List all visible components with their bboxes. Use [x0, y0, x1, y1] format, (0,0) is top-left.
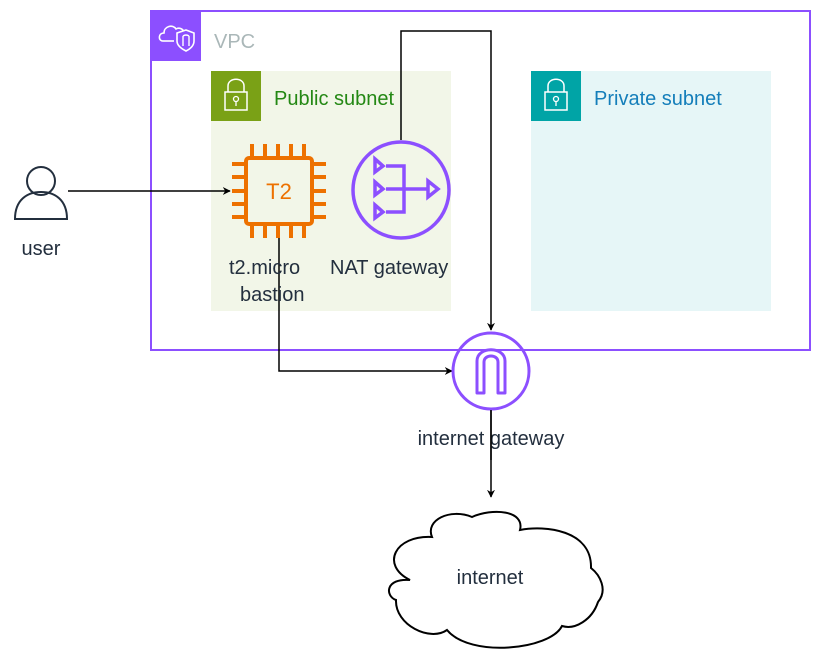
internet-gateway-icon	[451, 331, 531, 411]
ec2-chip-text: T2	[266, 179, 292, 204]
nat-gateway-node[interactable]: NAT gateway	[330, 140, 451, 279]
user-icon	[13, 166, 69, 220]
vpc-label: VPC	[214, 31, 255, 53]
cloud-icon	[388, 510, 604, 649]
edge-nat-to-igw[interactable]	[400, 30, 495, 331]
ec2-instance-node[interactable]: T2 t2.micro bastion	[229, 144, 326, 306]
public-subnet-label: Public subnet	[274, 88, 395, 110]
private-subnet-label: Private subnet	[594, 88, 722, 110]
private-subnet-lock-icon	[531, 71, 581, 121]
internet-label: internet	[457, 567, 524, 589]
private-subnet-group[interactable]: Private subnet	[531, 71, 771, 311]
nat-gateway-label: NAT gateway	[330, 257, 448, 279]
ec2-label-line2: bastion	[240, 284, 305, 306]
vpc-cloud-shield-icon	[151, 11, 201, 61]
user-node[interactable]: user	[13, 166, 69, 260]
user-label: user	[22, 238, 61, 260]
internet-node[interactable]: internet	[388, 510, 604, 649]
ec2-instance-chip-icon	[232, 144, 326, 238]
edge-ec2-to-igw[interactable]	[278, 238, 453, 375]
nat-gateway-icon	[351, 140, 451, 240]
public-subnet-lock-icon	[211, 71, 261, 121]
ec2-label-line1: t2.micro	[229, 257, 300, 279]
